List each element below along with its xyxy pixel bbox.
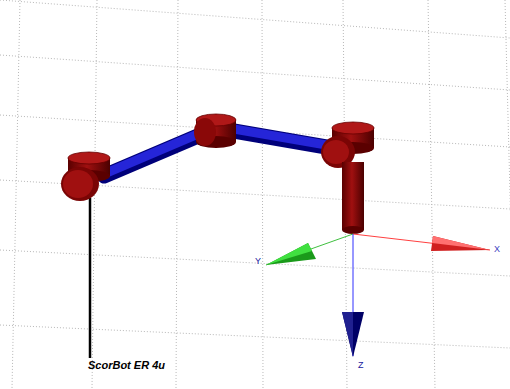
robot-name: ScorBot ER 4u — [88, 359, 165, 371]
base-post — [89, 198, 92, 358]
grid-line — [0, 325, 510, 348]
grid-line — [428, 0, 435, 389]
axis-label: X — [494, 244, 500, 254]
grid-line — [176, 0, 178, 389]
elbow-joint — [194, 114, 236, 148]
gripper — [342, 162, 364, 234]
axis-label: Z — [358, 360, 364, 370]
tool-frame-axes — [266, 234, 490, 357]
wrist-joint — [321, 122, 374, 168]
grid-line — [0, 250, 510, 276]
grid-line — [0, 0, 510, 38]
grid-line — [0, 55, 510, 90]
shoulder-joint — [61, 152, 110, 201]
grid-line — [12, 0, 20, 389]
grid-line — [505, 0, 510, 389]
axis-label: Y — [255, 256, 261, 266]
grid-line — [262, 0, 263, 389]
